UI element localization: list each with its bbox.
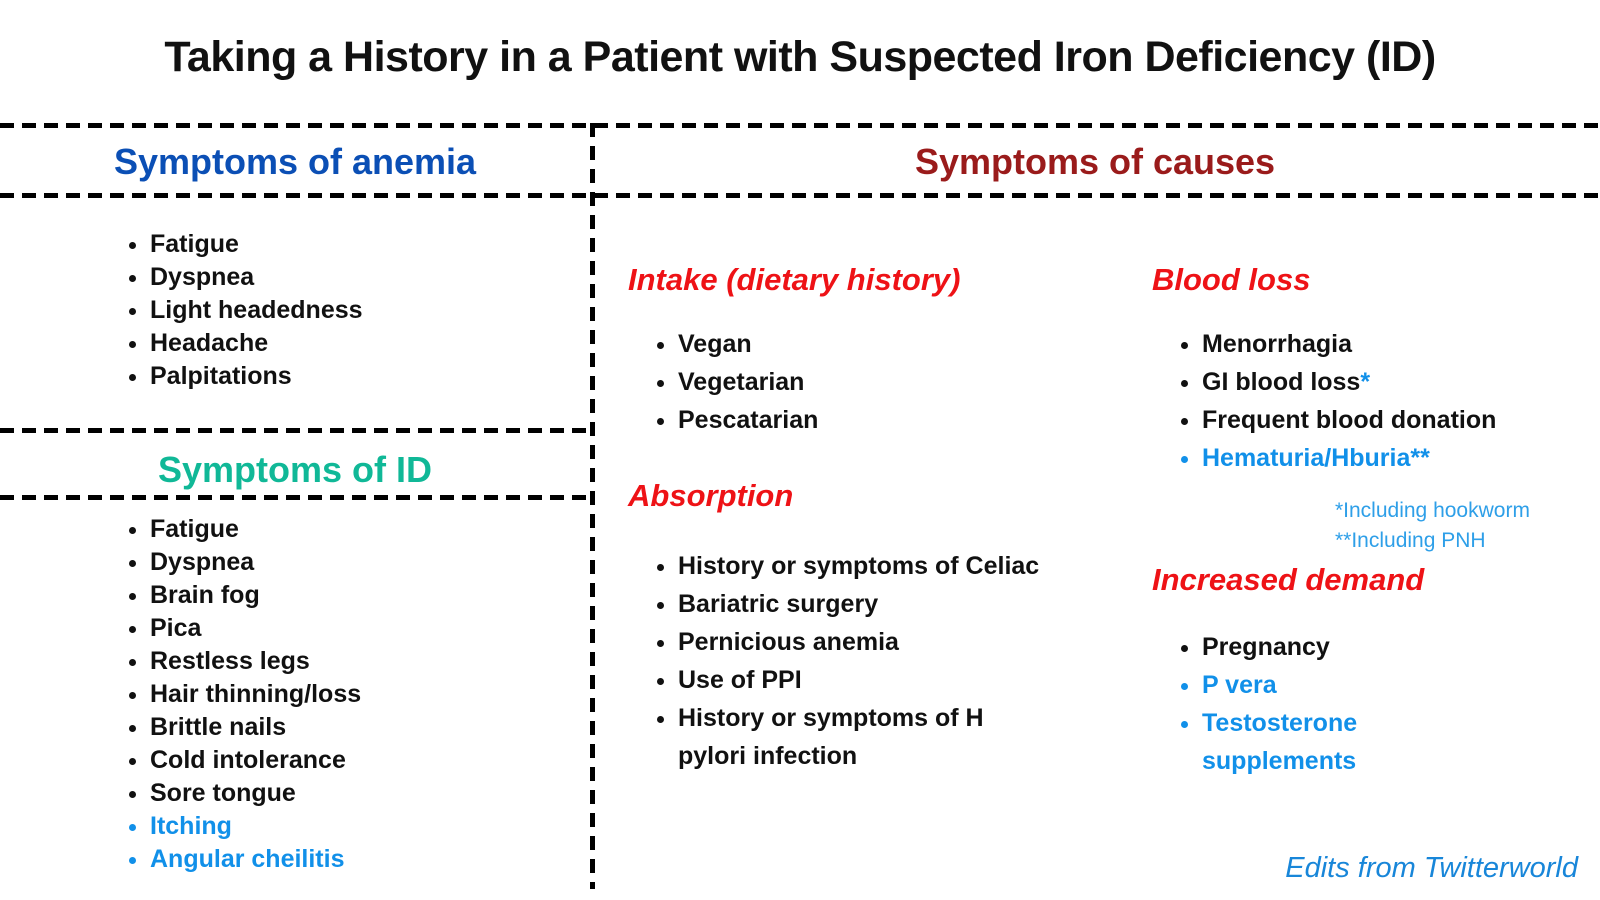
divider-under-headings bbox=[0, 193, 1600, 198]
heading-symptoms-of-id: Symptoms of ID bbox=[157, 449, 433, 490]
list-item: Restless legs bbox=[150, 645, 361, 678]
footnote-pnh: **Including PNH bbox=[1335, 529, 1486, 552]
list-item: Headache bbox=[150, 327, 363, 360]
list-item: GI blood loss* bbox=[1202, 363, 1600, 401]
list-item: Fatigue bbox=[150, 228, 363, 261]
list-item: Menorrhagia bbox=[1202, 325, 1600, 363]
divider-top bbox=[0, 123, 1600, 128]
divider-id-top bbox=[0, 428, 590, 433]
list-item: History or symptoms of H pylori infectio… bbox=[678, 699, 1118, 775]
list-item: Frequent blood donation bbox=[1202, 401, 1600, 439]
list-item: Testosterone supplements bbox=[1202, 704, 1502, 780]
list-item: Brittle nails bbox=[150, 711, 361, 744]
list-item: P vera bbox=[1202, 666, 1502, 704]
divider-vertical bbox=[590, 123, 595, 889]
intake-list: VeganVegetarianPescatarian bbox=[650, 325, 1098, 439]
list-item: Pica bbox=[150, 612, 361, 645]
list-item: Sore tongue bbox=[150, 777, 361, 810]
footnote-marker: * bbox=[1360, 368, 1371, 396]
heading-increased-demand: Increased demand bbox=[1152, 562, 1425, 597]
divider-id-bottom bbox=[0, 495, 590, 500]
absorption-list: History or symptoms of CeliacBariatric s… bbox=[650, 547, 1118, 775]
list-item: Vegetarian bbox=[678, 363, 1098, 401]
heading-blood-loss: Blood loss bbox=[1152, 262, 1311, 297]
list-item: Pregnancy bbox=[1202, 628, 1502, 666]
list-item: Brain fog bbox=[150, 579, 361, 612]
list-item: Light headedness bbox=[150, 294, 363, 327]
list-item: Angular cheilitis bbox=[150, 843, 361, 876]
credit-text: Edits from Twitterworld bbox=[1285, 852, 1578, 884]
increased-demand-list: PregnancyP veraTestosterone supplements bbox=[1174, 628, 1502, 780]
list-item: Vegan bbox=[678, 325, 1098, 363]
list-item: Bariatric surgery bbox=[678, 585, 1118, 623]
list-item: Fatigue bbox=[150, 513, 361, 546]
list-item: Pernicious anemia bbox=[678, 623, 1118, 661]
list-item: Itching bbox=[150, 810, 361, 843]
list-item: Use of PPI bbox=[678, 661, 1118, 699]
footnotes: *Including hookworm **Including PNH bbox=[1335, 496, 1530, 556]
footnote-hookworm: *Including hookworm bbox=[1335, 499, 1530, 522]
list-item: Hematuria/Hburia** bbox=[1202, 439, 1600, 477]
list-item: Pescatarian bbox=[678, 401, 1098, 439]
list-item: History or symptoms of Celiac bbox=[678, 547, 1118, 585]
list-item: Dyspnea bbox=[150, 261, 363, 294]
list-item: Palpitations bbox=[150, 360, 363, 393]
list-item: Dyspnea bbox=[150, 546, 361, 579]
list-item: Cold intolerance bbox=[150, 744, 361, 777]
id-symptoms-list: FatigueDyspneaBrain fogPicaRestless legs… bbox=[122, 513, 361, 876]
list-item: Hair thinning/loss bbox=[150, 678, 361, 711]
anemia-symptoms-list: FatigueDyspneaLight headednessHeadachePa… bbox=[122, 228, 363, 393]
heading-symptoms-of-causes: Symptoms of causes bbox=[914, 141, 1276, 182]
blood-loss-list: MenorrhagiaGI blood loss*Frequent blood … bbox=[1174, 325, 1600, 477]
page-title: Taking a History in a Patient with Suspe… bbox=[164, 33, 1436, 81]
heading-intake: Intake (dietary history) bbox=[628, 262, 961, 297]
heading-symptoms-of-anemia: Symptoms of anemia bbox=[113, 141, 477, 182]
heading-absorption: Absorption bbox=[628, 478, 794, 513]
